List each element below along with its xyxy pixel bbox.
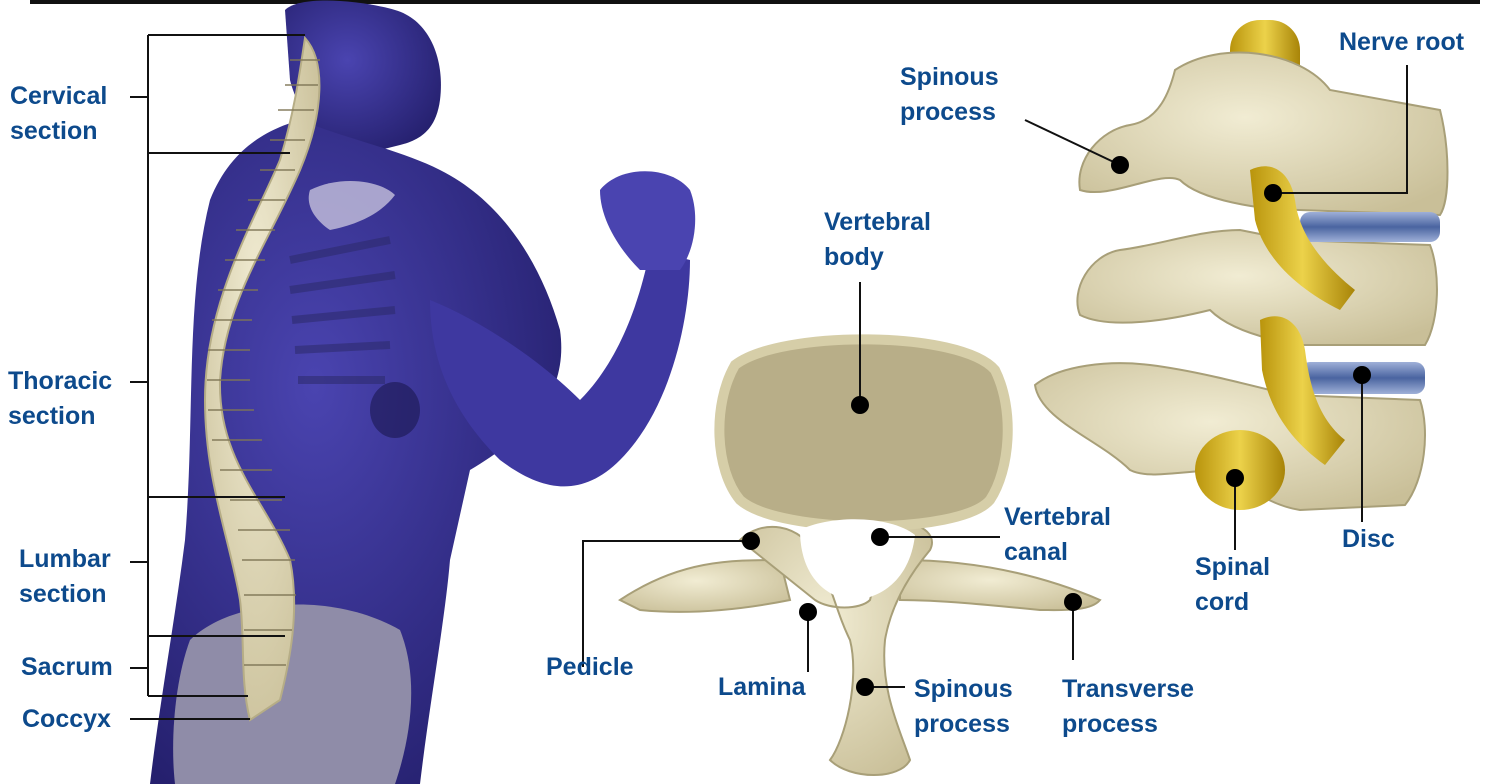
dot-spinous-process-side (1111, 156, 1129, 174)
label-disc: Disc (1342, 522, 1395, 557)
label-nerve-root: Nerve root (1339, 25, 1464, 60)
label-lamina: Lamina (718, 670, 806, 705)
dot-disc (1353, 366, 1371, 384)
vertebra-side-view (1035, 20, 1448, 510)
dot-spinal-cord (1226, 469, 1244, 487)
dot-pedicle (742, 532, 760, 550)
label-pedicle: Pedicle (546, 650, 634, 685)
dot-nerve-root (1264, 184, 1282, 202)
dot-lamina (799, 603, 817, 621)
dot-vertebral-body (851, 396, 869, 414)
top-rule (30, 0, 1480, 4)
label-sacrum: Sacrum (21, 650, 113, 685)
label-coccyx: Coccyx (22, 702, 111, 737)
dot-transverse-process (1064, 593, 1082, 611)
dot-vertebral-canal (871, 528, 889, 546)
dot-spinous-process-top (856, 678, 874, 696)
